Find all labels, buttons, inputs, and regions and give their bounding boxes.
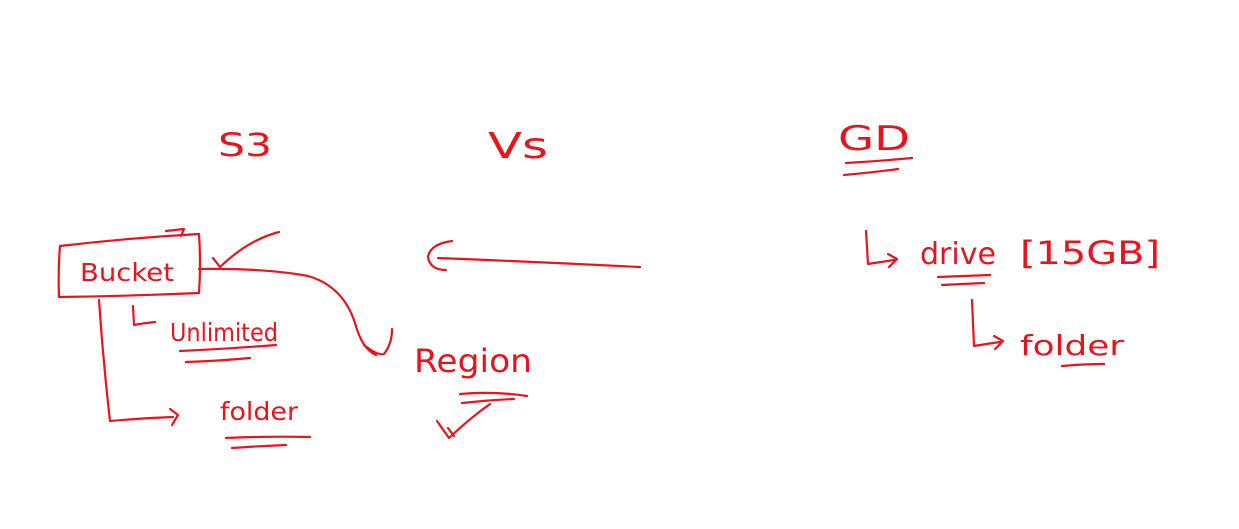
bucket-to-region-arrow [197, 267, 378, 357]
arrow-icon [992, 334, 1005, 351]
gd-folder-underline [1060, 362, 1106, 368]
arrow-icon [426, 239, 454, 272]
region-label: Region [414, 342, 532, 380]
checkmark-inner [446, 426, 456, 438]
drive-underline-2 [940, 281, 986, 287]
s3-folder-underline-2 [230, 443, 288, 450]
arrow-icon [168, 407, 180, 427]
region-underline-2 [460, 397, 516, 405]
bucket-box [57, 232, 202, 299]
drive-underline [936, 273, 992, 279]
long-left-arrow [436, 256, 642, 269]
branch-gd-folder-arrow [970, 298, 1002, 348]
vs-label-group: Vs [488, 126, 548, 167]
drive-quota: [15GB] [1020, 234, 1160, 272]
drive-label: drive [920, 237, 996, 272]
s3-folder-label: folder [220, 397, 299, 426]
gd-folder-label: folder [1020, 329, 1125, 362]
vs-label: Vs [488, 126, 548, 167]
arrow-icon [886, 252, 899, 269]
region-underline [458, 391, 529, 398]
bucket-label: Bucket [80, 258, 174, 287]
s3-title: S3 [218, 126, 272, 164]
gd-underline [844, 156, 914, 165]
gd-underline-2 [842, 167, 900, 177]
checkmark-icon [211, 230, 281, 269]
unlimited-underline-2 [184, 356, 252, 364]
branch-folder-arrow [97, 298, 175, 423]
arrow-icon [362, 327, 394, 356]
bucket-box-tick [164, 227, 186, 238]
unlimited-label: Unlimited [170, 318, 278, 347]
s3-folder-underline [224, 435, 312, 440]
gd-title: GD [838, 119, 910, 159]
branch-unlimited-arrow [131, 304, 157, 327]
checkmark-icon [435, 402, 492, 440]
branch-drive-arrow [864, 229, 896, 266]
unlimited-underline [178, 343, 278, 353]
